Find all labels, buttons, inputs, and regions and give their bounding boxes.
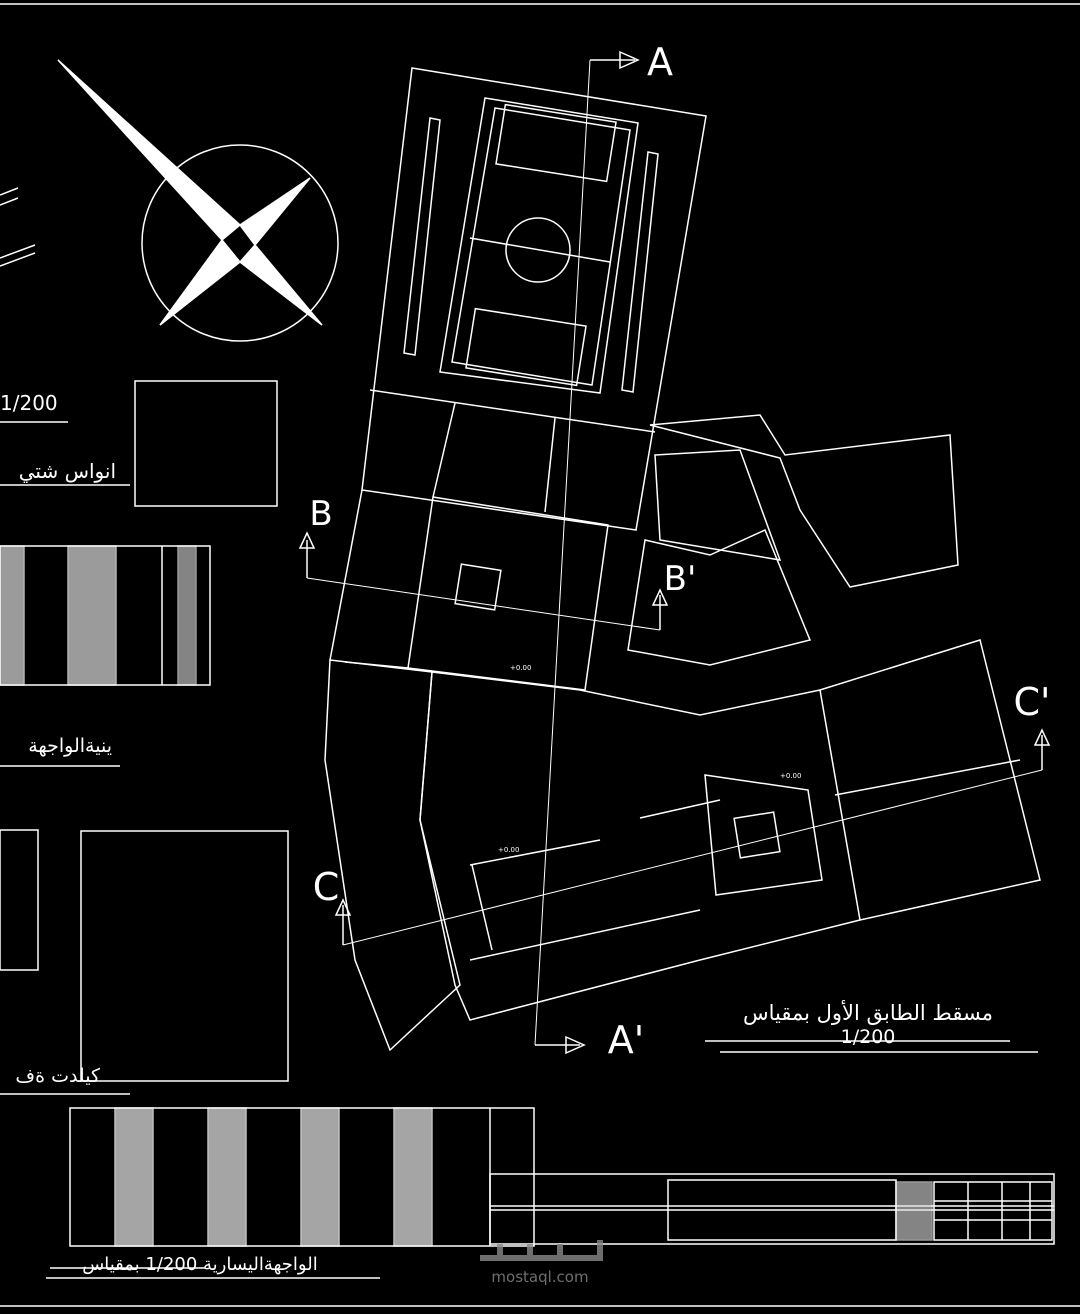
plan-title: مسقط الطابق الأول بمقياس xyxy=(743,1000,993,1025)
plan-scale: 1/200 xyxy=(841,1026,896,1048)
floor-plan xyxy=(298,50,1051,1055)
section-label-b: B xyxy=(309,494,332,534)
section-label-c-prime: C' xyxy=(1014,680,1051,724)
section-label-c: C xyxy=(313,865,340,909)
left-label-3: كيلدت ةف xyxy=(15,1065,101,1087)
north-arrow-icon xyxy=(57,59,339,342)
level-mark: +0.00 xyxy=(780,772,801,780)
level-mark: +0.00 xyxy=(498,846,519,854)
bottom-elevation xyxy=(69,1107,1055,1247)
bottom-elevation-title: الواجهةاليسارية 1/200 بمقياس xyxy=(82,1254,317,1275)
football-field-block xyxy=(361,67,707,531)
left-label-2: ينيةالواجهة xyxy=(28,735,112,757)
image-placeholder-frame xyxy=(80,830,289,1082)
elevation-strip-1 xyxy=(0,545,211,686)
section-label-b-prime: B' xyxy=(664,559,697,599)
section-label-a: A xyxy=(647,40,673,84)
level-mark: +0.00 xyxy=(510,664,531,672)
watermark-site: mostaql.com xyxy=(491,1268,588,1286)
left-scale: 1/200 xyxy=(0,391,58,415)
left-label-1: انواس شتي xyxy=(19,459,116,484)
section-label-a-prime: A' xyxy=(608,1018,644,1062)
watermark-logo xyxy=(480,1240,603,1261)
image-placeholder-frame xyxy=(134,380,278,507)
